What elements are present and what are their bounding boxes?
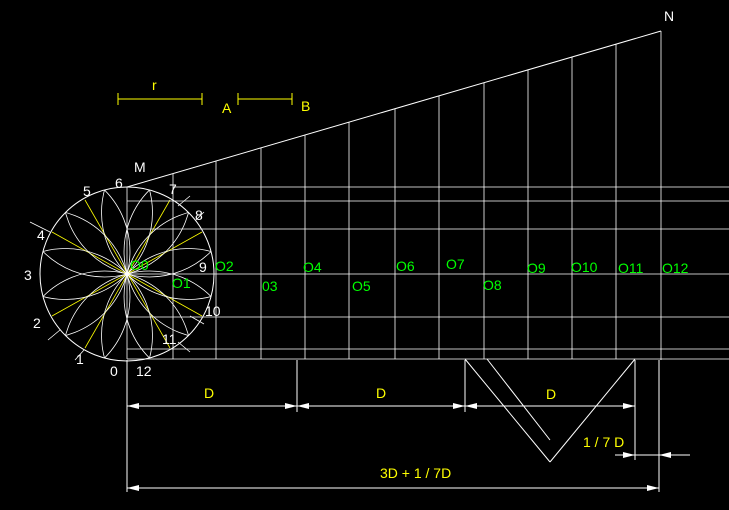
circle-point-label: 5 — [83, 183, 91, 199]
center-label: O12 — [662, 260, 689, 276]
circle-point-label: 8 — [195, 207, 203, 223]
radial-tick — [29, 221, 51, 233]
dimension-lines — [126, 360, 690, 492]
v-left-inner — [486, 358, 551, 441]
dim-total-label: 3D + 1 / 7D — [380, 465, 451, 481]
arrowhead — [127, 485, 139, 491]
center-label: O8 — [483, 277, 502, 293]
center-label: O11 — [618, 260, 644, 276]
label-n: N — [664, 8, 674, 24]
circle-point-label: 10 — [205, 303, 221, 319]
center-label: O10 — [571, 259, 598, 275]
dim-d-label: D — [204, 385, 214, 401]
petal-arc — [101, 187, 214, 300]
arrowhead — [465, 403, 477, 409]
center-label: O2 — [215, 258, 234, 274]
petal-arc — [40, 248, 153, 361]
circle-point-label: 3 — [24, 267, 32, 283]
radial-tick — [195, 211, 205, 221]
circle-point-label: 1 — [76, 351, 84, 367]
label-m: M — [134, 159, 146, 175]
arrowhead — [623, 452, 635, 458]
center-label: O5 — [352, 278, 371, 294]
slant-line-mn — [126, 30, 662, 188]
center-label: O9 — [527, 260, 546, 276]
label-b: B — [301, 98, 310, 114]
center-label: O1 — [172, 275, 191, 291]
arrowhead — [285, 403, 297, 409]
center-label: O7 — [446, 256, 465, 272]
petal-arc — [101, 248, 214, 361]
radial-tick — [177, 341, 191, 353]
circle-point-label: 9 — [199, 259, 207, 275]
center-label: O0 — [130, 257, 149, 273]
arrowhead — [127, 403, 139, 409]
petal-arc — [40, 187, 153, 300]
arrowhead — [623, 403, 635, 409]
circle-point-label: 6 — [115, 175, 123, 191]
circle-point-label: 12 — [136, 363, 152, 379]
center-label: O4 — [303, 259, 322, 275]
circle-point-label: 2 — [33, 315, 41, 331]
arrowhead — [453, 403, 465, 409]
dim-one-seventh-label: 1 / 7 D — [583, 434, 624, 450]
arrowhead — [297, 403, 309, 409]
circle-point-label: 4 — [37, 227, 45, 243]
arrowhead — [647, 485, 659, 491]
radial-tick — [74, 349, 85, 361]
arrowhead — [659, 452, 671, 458]
scale-segments — [117, 93, 293, 105]
v-left-outer — [464, 358, 551, 463]
label-a: A — [222, 100, 232, 116]
circle-point-label: 7 — [169, 181, 177, 197]
v-right — [549, 358, 636, 463]
dim-d-label: D — [546, 386, 556, 402]
arrowheads — [127, 403, 671, 491]
circle-point-label: 11 — [162, 331, 177, 347]
radial-tick — [47, 329, 61, 341]
circle-point-label: 0 — [110, 363, 118, 379]
label-r: r — [152, 77, 157, 93]
labels: r A B M N 0 1 2 3 4 5 6 7 8 9 10 11 12 O… — [24, 8, 689, 481]
radial-ticks — [29, 195, 205, 361]
v-notch — [464, 358, 636, 463]
center-label: 03 — [262, 278, 278, 294]
center-label: O6 — [396, 258, 415, 274]
division-grid — [126, 31, 729, 360]
dim-d-label: D — [376, 385, 386, 401]
